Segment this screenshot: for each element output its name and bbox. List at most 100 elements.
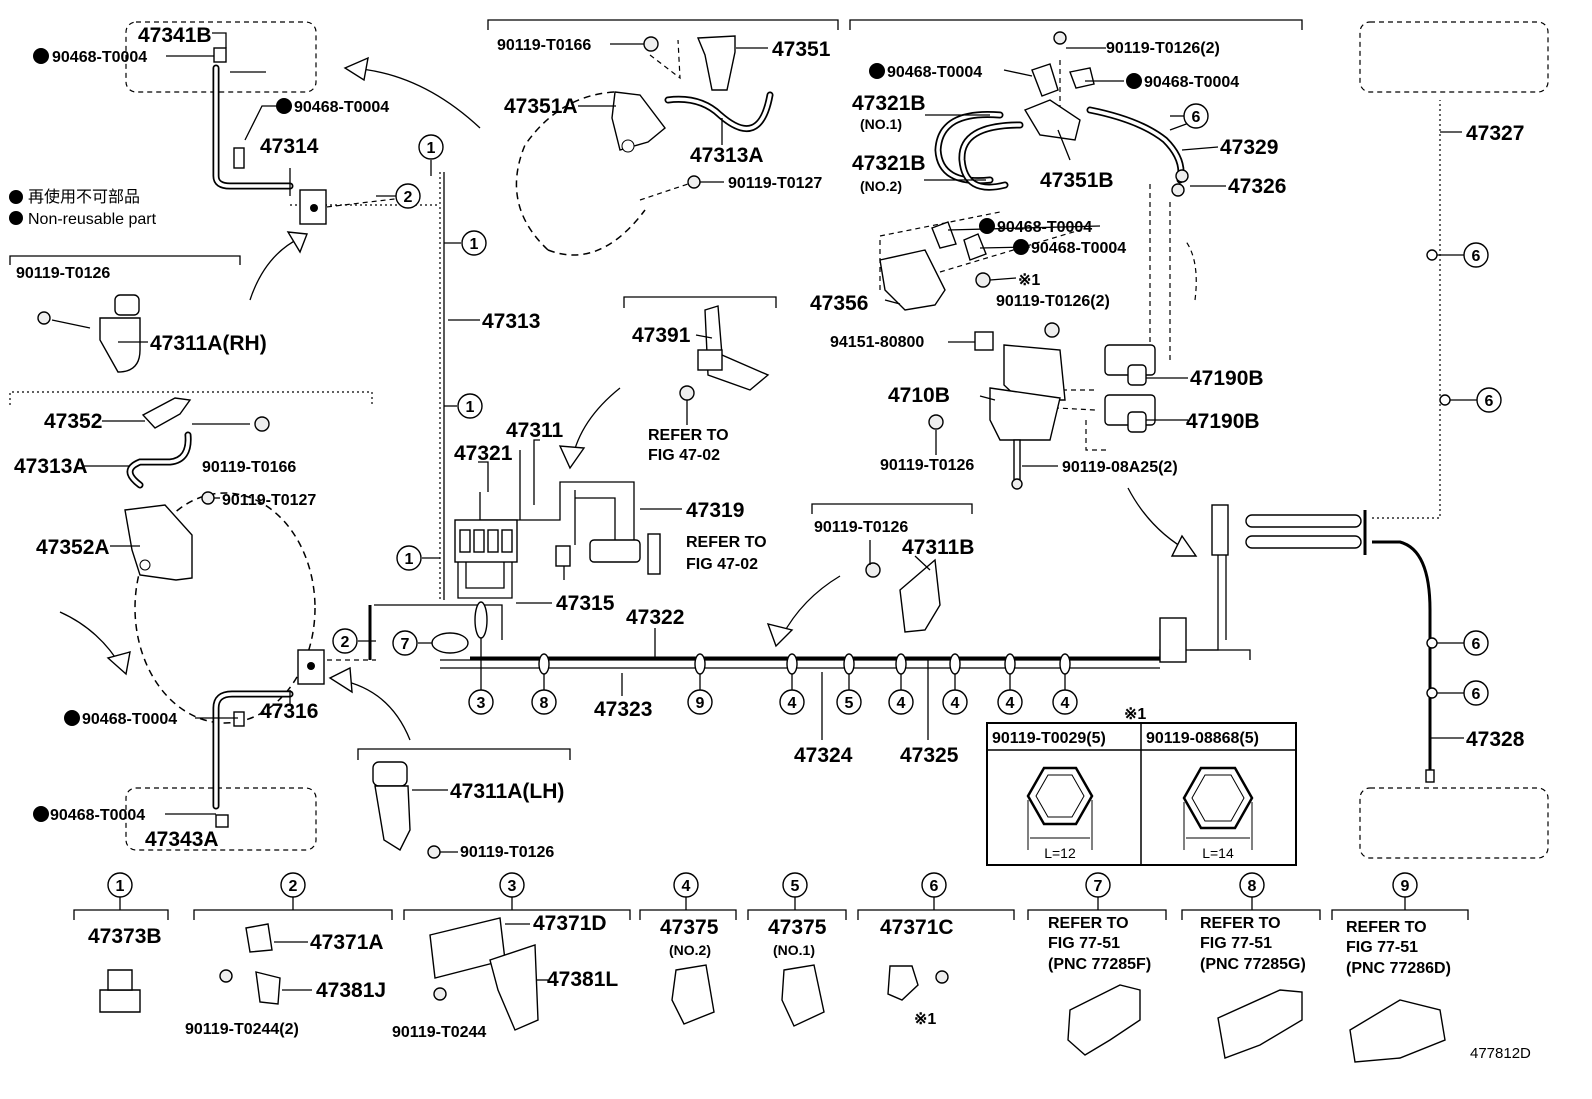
clamp-8-part: FIG 77-51 bbox=[1200, 935, 1272, 952]
refer-fig-47-02: REFER TO bbox=[648, 427, 729, 444]
clamp-9-part: REFER TO bbox=[1346, 919, 1427, 936]
part-47321B-label: 47321B bbox=[852, 92, 926, 115]
master-cylinder-47311 bbox=[454, 450, 661, 599]
legend-en-marker bbox=[9, 211, 23, 225]
callout-7: 7 bbox=[392, 630, 469, 656]
part-90119-T0126-2-label: 90119-T0126(2) bbox=[1106, 40, 1220, 57]
wheel-outline bbox=[547, 209, 646, 256]
part-47391-label: 47391 bbox=[632, 324, 691, 347]
part-47190B-label: 47190B bbox=[1186, 410, 1260, 433]
svg-text:3: 3 bbox=[477, 695, 486, 712]
callout-2: 2 bbox=[332, 628, 376, 654]
callout-9: 9 bbox=[687, 653, 713, 715]
clamp-5-part: 47375 bbox=[768, 916, 827, 939]
non-reusable-marker bbox=[869, 63, 885, 79]
clamp-7-part: (PNC 77285F) bbox=[1048, 956, 1151, 973]
clamp-5-number: 5 bbox=[791, 878, 800, 895]
part-no1-label: (NO.1) bbox=[860, 116, 902, 132]
part-47316-label: 47316 bbox=[260, 700, 318, 723]
callout-4: 4 bbox=[1052, 653, 1078, 715]
svg-text:6: 6 bbox=[1472, 636, 1481, 653]
clamp-1-number: 1 bbox=[116, 878, 125, 895]
front-right-wheel-box bbox=[1359, 21, 1549, 93]
part-47356-label: 47356 bbox=[810, 292, 868, 315]
part-47190B-label: 47190B bbox=[1190, 367, 1264, 390]
callout-6: 6 bbox=[1170, 103, 1209, 129]
part-47329-label: 47329 bbox=[1220, 136, 1278, 159]
legend-en: Non-reusable part bbox=[28, 211, 157, 228]
part-47319-label: 47319 bbox=[686, 499, 744, 522]
callout-4: 4 bbox=[942, 653, 968, 715]
part-47321B-label: 47321B bbox=[852, 152, 926, 175]
clamp-8-group: 8 REFER TO FIG 77-51 (PNC 77285G) bbox=[1181, 872, 1321, 1059]
callout-6: 6 bbox=[1426, 680, 1489, 706]
drawing-id: 477812D bbox=[1470, 1045, 1531, 1062]
clamp-4-group: 4 47375 (NO.2) bbox=[639, 872, 737, 1025]
callout-1: 1 bbox=[418, 134, 444, 176]
part-47325-label: 47325 bbox=[900, 744, 959, 767]
part-90468-T0004-label: 90468-T0004 bbox=[997, 219, 1092, 236]
rear-left-wheel-box bbox=[125, 787, 317, 851]
legend-jp-marker bbox=[9, 190, 23, 204]
legend-jp: 再使用不可部品 bbox=[28, 188, 140, 206]
part-shapes bbox=[37, 31, 1435, 859]
part-47313A-label: 47313A bbox=[14, 455, 88, 478]
part-47321-label: 47321 bbox=[454, 442, 513, 465]
group-bracket bbox=[9, 391, 373, 405]
part-47326-label: 47326 bbox=[1228, 175, 1286, 198]
svg-text:6: 6 bbox=[1192, 109, 1201, 126]
clamp-8-part: REFER TO bbox=[1200, 915, 1281, 932]
svg-text:4: 4 bbox=[897, 695, 906, 712]
non-reusable-marker bbox=[64, 710, 80, 726]
svg-text:1: 1 bbox=[466, 399, 475, 416]
part-47327-label: 47327 bbox=[1466, 122, 1524, 145]
part-90119-08A25-label: 90119-08A25(2) bbox=[1062, 459, 1178, 476]
part-47311A-RH-label: 47311A(RH) bbox=[150, 332, 267, 355]
part-90119-T0127-label: 90119-T0127 bbox=[728, 175, 822, 192]
refer-fig-47-02: FIG 47-02 bbox=[686, 556, 758, 573]
clamp-7-part: FIG 77-51 bbox=[1048, 935, 1120, 952]
clamp-5-group: 5 47375 (NO.1) bbox=[747, 872, 847, 1027]
svg-text:1: 1 bbox=[427, 140, 436, 157]
part-47313-label: 47313 bbox=[482, 310, 540, 333]
clamp-legend: 1 47373B 2 47371A 47381J 90119-T0244(2) … bbox=[73, 872, 1469, 1063]
svg-text:2: 2 bbox=[341, 634, 350, 651]
tube-link bbox=[939, 229, 1081, 273]
callouts: 1 1 1 1 2 2 7 3 8 9 4 5 4 4 4 4 6 6 6 6 … bbox=[332, 103, 1502, 715]
clamp-3-part: 47371D bbox=[533, 912, 607, 935]
part-90119-T0127-label: 90119-T0127 bbox=[222, 492, 316, 509]
clamp-2-part: 47381J bbox=[316, 979, 386, 1002]
callout-1: 1 bbox=[396, 545, 440, 571]
clamp-3-number: 3 bbox=[508, 878, 517, 895]
bolt-table-col1-dim: L=12 bbox=[1044, 845, 1076, 861]
svg-text:4: 4 bbox=[1006, 695, 1015, 712]
clamp-7-part: REFER TO bbox=[1048, 915, 1129, 932]
clamp-2-group: 2 47371A 47381J 90119-T0244(2) bbox=[185, 872, 393, 1038]
clamp-9-part: (PNC 77286D) bbox=[1346, 960, 1451, 977]
part-4710B-label: 4710B bbox=[888, 384, 950, 407]
refer-fig-47-02: FIG 47-02 bbox=[648, 447, 720, 464]
part-47313A-label: 47313A bbox=[690, 144, 764, 167]
refer-fig-47-02: REFER TO bbox=[686, 534, 767, 551]
callout-6: 6 bbox=[1426, 630, 1489, 656]
note-1-mark: ※1 bbox=[1018, 272, 1040, 289]
direction-arrows bbox=[59, 56, 1198, 741]
svg-text:4: 4 bbox=[951, 695, 960, 712]
part-90468-T0004-label: 90468-T0004 bbox=[294, 99, 389, 116]
group-bracket bbox=[849, 19, 1303, 30]
svg-text:6: 6 bbox=[1485, 393, 1494, 410]
part-47341B-label: 47341B bbox=[138, 24, 212, 47]
part-47351B-label: 47351B bbox=[1040, 169, 1114, 192]
clamp-4-part: 47375 bbox=[660, 916, 719, 939]
svg-text:5: 5 bbox=[845, 695, 854, 712]
callout-4: 4 bbox=[997, 653, 1023, 715]
rear-tube-run bbox=[1190, 100, 1441, 770]
part-47351A-label: 47351A bbox=[504, 95, 578, 118]
bolt-length-table: ※1 90119-T0029(5) 90119-08868(5) L=12 L=… bbox=[986, 706, 1297, 866]
part-90119-T0126-2-label: 90119-T0126(2) bbox=[996, 293, 1110, 310]
part-47343A-label: 47343A bbox=[145, 828, 219, 851]
part-47324-label: 47324 bbox=[794, 744, 853, 767]
callout-4: 4 bbox=[888, 653, 914, 715]
part-90468-T0004-label: 90468-T0004 bbox=[1031, 240, 1126, 257]
